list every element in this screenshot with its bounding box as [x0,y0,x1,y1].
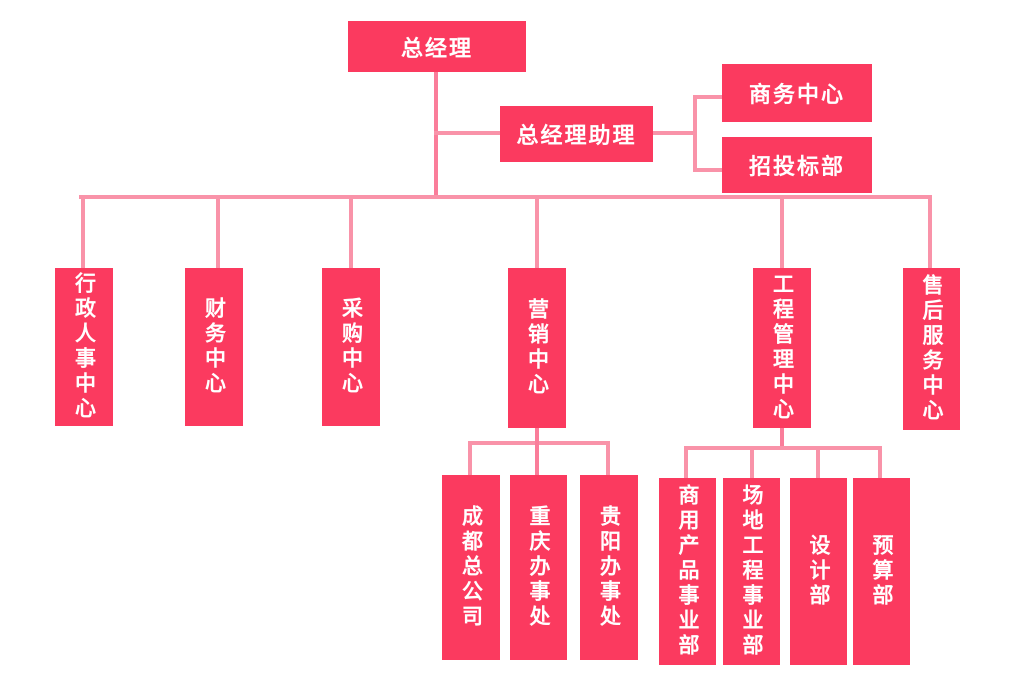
node-label: 财务中心 [202,297,227,397]
node-label: 招投标部 [748,154,845,179]
connector-drop-engineering [780,195,784,268]
node-label: 预算部 [870,534,894,609]
node-label: 工程管理中心 [770,273,795,423]
node-label: 总经理助理 [516,123,637,148]
node-procurement-center: 采购中心 [322,268,380,426]
node-guiyang-office: 贵阳办事处 [580,475,638,660]
node-label: 售后服务中心 [920,274,944,424]
connector-drop-chengdu [468,441,472,475]
node-after-sales-service-center: 售后服务中心 [903,268,960,430]
connector-assistant-right [653,131,697,135]
node-admin-hr-center: 行政人事中心 [55,268,113,426]
node-label: 采购中心 [339,297,364,397]
connector-engineering-splitter [684,446,882,450]
connector-drop-procurement [349,195,353,268]
node-site-engineering-division: 场地工程事业部 [723,478,780,665]
connector-gm-to-assistant [434,131,500,135]
connector-assistant-bracket-vertical [693,95,697,172]
node-label: 设计部 [807,534,831,609]
connector-drop-after-sales [928,195,932,268]
node-engineering-mgmt-center: 工程管理中心 [753,268,811,428]
node-chengdu-head-office: 成都总公司 [442,475,500,660]
connector-drop-finance [216,195,220,268]
connector-marketing-feed [535,428,539,445]
connector-drop-marketing [535,195,539,268]
connector-drop-admin-hr [81,195,85,268]
node-finance-center: 财务中心 [185,268,243,426]
node-business-center: 商务中心 [722,64,872,122]
connector-bracket-to-bidding-department [693,168,722,172]
node-label: 场地工程事业部 [740,484,764,659]
connector-drop-guiyang [606,441,610,475]
node-bidding-department: 招投标部 [722,137,872,193]
node-commercial-product-division: 商用产品事业部 [659,478,716,665]
node-label: 营销中心 [525,298,550,398]
node-label: 成都总公司 [459,505,484,630]
node-gm-assistant: 总经理助理 [500,106,653,162]
node-chongqing-office: 重庆办事处 [510,475,567,660]
node-label: 贵阳办事处 [597,505,622,630]
connector-main-horizontal [79,195,932,199]
node-label: 总经理 [400,35,473,61]
connector-bracket-to-business-center [693,95,722,99]
node-budget-department: 预算部 [853,478,910,665]
connector-marketing-splitter [468,441,610,445]
connector-drop-site-engineering [750,446,754,478]
connector-drop-budget [878,446,882,478]
connector-drop-commercial-products [684,446,688,478]
node-marketing-center: 营销中心 [508,268,566,428]
connector-drop-chongqing [535,441,539,475]
node-label: 商用产品事业部 [676,484,700,659]
connector-engineering-feed [780,428,784,450]
node-design-department: 设计部 [790,478,847,665]
node-label: 商务中心 [748,82,845,107]
connector-drop-design [816,446,820,478]
node-label: 行政人事中心 [72,272,97,422]
node-label: 重庆办事处 [527,505,551,630]
node-general-manager: 总经理 [348,21,526,72]
